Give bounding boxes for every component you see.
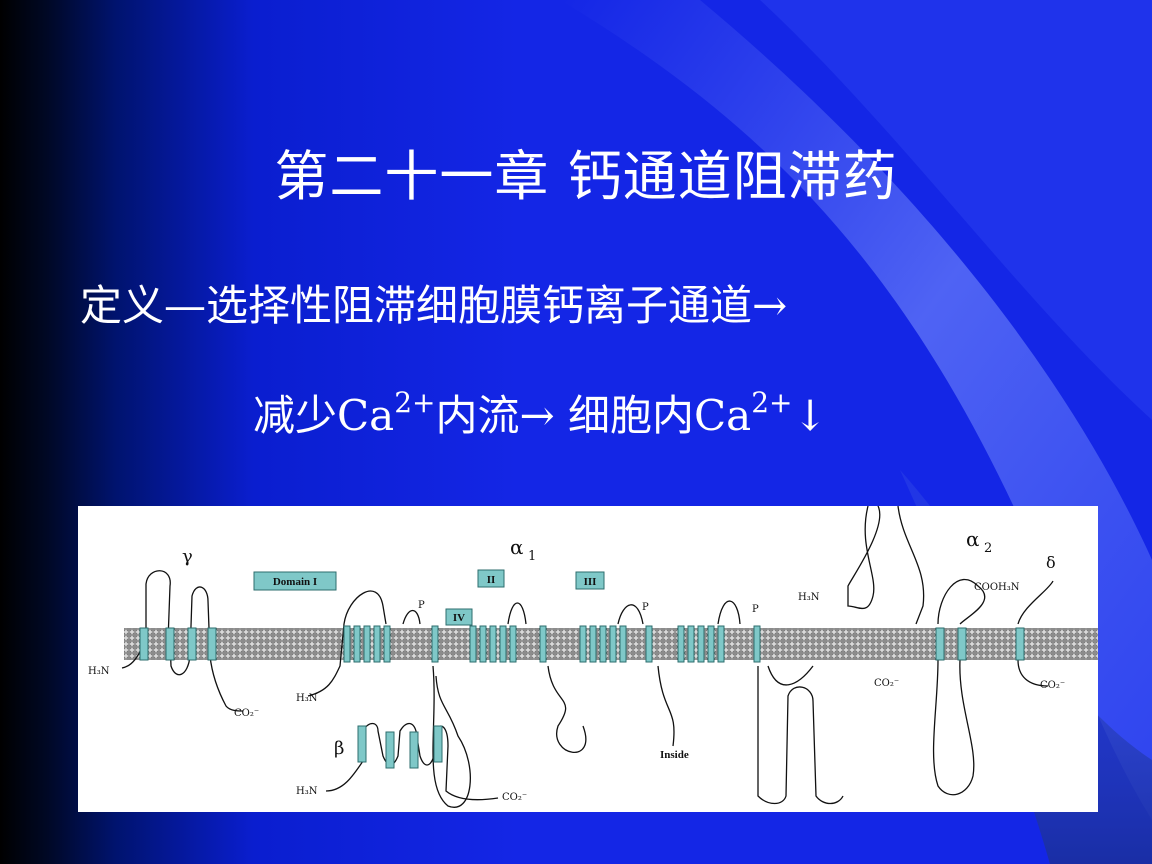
domain-4-label: IV	[453, 612, 465, 624]
definition-line-2: 减少Ca2+内流→ 细胞内Ca2+↓	[253, 382, 828, 443]
superscript-charge-2: 2+	[751, 386, 793, 419]
delta-label: δ	[1046, 553, 1056, 572]
inside-label: Inside	[660, 749, 689, 761]
alpha1-helices	[343, 625, 761, 663]
alpha1-subunit-chain	[307, 590, 844, 808]
alpha2-helices	[935, 627, 1025, 661]
gamma-amino-terminal: H₃N	[88, 666, 110, 677]
pore-label-2: P	[642, 602, 649, 613]
gamma-label: γ	[182, 546, 193, 567]
alpha2-sub-label: 2	[984, 541, 992, 556]
domain-4-tag: IV	[445, 608, 473, 626]
domain-1-label: Domain I	[273, 576, 317, 588]
alpha2-amino-terminal: H₃N	[798, 592, 820, 603]
domain-2-label: II	[487, 574, 496, 586]
delta-carboxyl-terminal: CO₂⁻	[1040, 680, 1065, 691]
alpha2-label: α	[966, 527, 980, 551]
beta-carboxyl-terminal: CO₂⁻	[502, 792, 527, 803]
alpha1-label: α	[510, 535, 524, 559]
gamma-subunit-chain	[121, 570, 244, 712]
alpha1-sub-label: 1	[528, 549, 536, 564]
definition-text-influx: 内流→ 细胞内Ca	[435, 391, 752, 440]
beta-amino-terminal: H₃N	[296, 786, 318, 797]
definition-line-1: 定义—选择性阻滞细胞膜钙离子通道→	[80, 281, 788, 330]
calcium-channel-svg: Domain I II III IV γ α 1 α 2 δ β P	[88, 506, 1098, 808]
gamma-helices	[139, 627, 217, 661]
alpha1-amino-terminal: H₃N	[296, 693, 318, 704]
domain-1-tag: Domain I	[253, 571, 337, 591]
calcium-channel-diagram: Domain I II III IV γ α 1 α 2 δ β P	[78, 506, 1098, 812]
pore-label-1: P	[418, 600, 425, 611]
slide-title: 第二十一章 钙通道阻滞药	[274, 145, 898, 208]
domain-3-tag: III	[575, 571, 605, 590]
beta-helices	[357, 725, 443, 769]
gamma-carboxyl-terminal: CO₂⁻	[234, 708, 259, 719]
definition-text-reduce: 减少Ca	[253, 391, 395, 440]
domain-2-tag: II	[477, 569, 505, 588]
cooh-label: COOH₃N	[974, 582, 1020, 593]
beta-label: β	[334, 738, 344, 759]
domain-3-label: III	[584, 576, 597, 588]
down-arrow-glyph: ↓	[792, 391, 828, 440]
alpha2-delta-chain	[847, 506, 1054, 796]
alpha1-carboxyl-terminal: CO₂⁻	[874, 678, 899, 689]
pore-label-3: P	[752, 604, 759, 615]
superscript-charge-1: 2+	[394, 386, 436, 419]
